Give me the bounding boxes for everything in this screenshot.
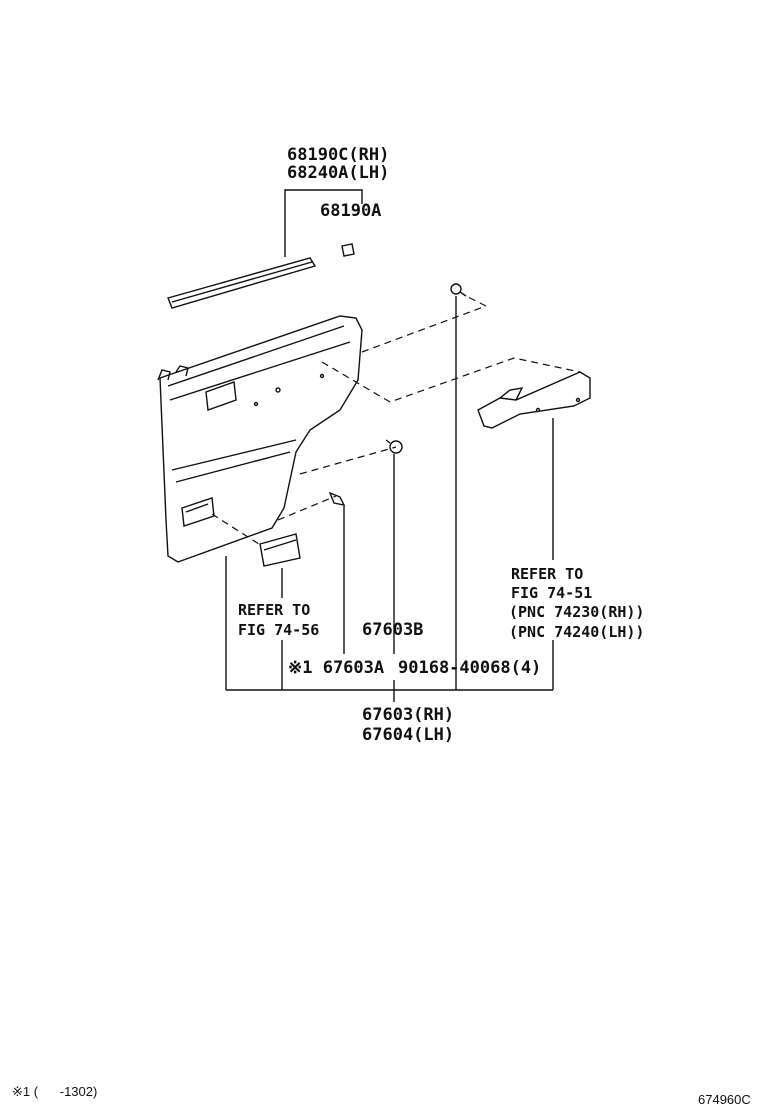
label-refer-right-1: REFER TO (511, 565, 583, 583)
label-clip-67603a: ※1 67603A (288, 658, 384, 678)
label-panel-lh: 67604(LH) (362, 725, 454, 745)
footer-note: ※1 ( -1302) (12, 1084, 97, 1099)
weatherstrip-strip (167, 257, 317, 309)
label-refer-rear-2: FIG 74-56 (238, 621, 319, 639)
label-refer-right-2: FIG 74-51 (511, 584, 592, 602)
dashed-guides (211, 295, 581, 547)
label-panel-rh: 67603(RH) (362, 705, 454, 725)
clip-top-right (450, 283, 467, 297)
label-weatherstrip-lh: 68240A(LH) (287, 163, 389, 183)
label-pnc-rh: (PNC 74230(RH)) (509, 603, 644, 621)
clip-67603b (385, 439, 403, 454)
label-refer-rear-1: REFER TO (238, 601, 310, 619)
footer-fig-code: 674960C (698, 1092, 751, 1107)
door-trim-panel (157, 315, 363, 563)
label-clip-68190a: 68190A (320, 201, 381, 221)
label-clip-67603b: 67603B (362, 620, 423, 640)
armrest-handle (477, 371, 591, 429)
clip-67603a (328, 491, 346, 506)
clip-68190a (341, 243, 355, 257)
label-pnc-lh: (PNC 74240(LH)) (509, 623, 644, 641)
leader-lines (225, 189, 554, 702)
label-weatherstrip-rh: 68190C(RH) (287, 145, 389, 165)
trim-piece-bottom (259, 533, 301, 567)
label-screw: 90168-40068(4) (398, 658, 541, 678)
